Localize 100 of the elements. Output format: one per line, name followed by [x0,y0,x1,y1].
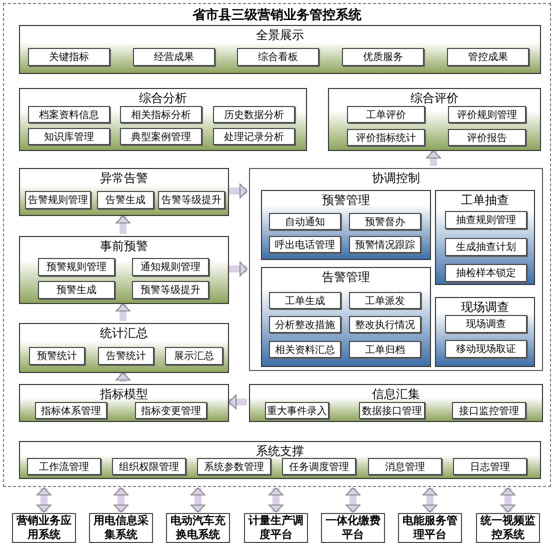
function-box: 预警统计 [29,347,85,365]
module-panel [435,190,535,285]
arrow [116,216,130,234]
function-box: 生成抽查计划 [445,238,527,256]
arrow [346,488,360,512]
arrow [500,488,516,512]
module-panel [19,323,229,373]
panel-title: 事前预警 [99,238,149,255]
function-box: 关键指标 [28,48,110,66]
external-system-box: 电能服务管理平台 [398,513,462,543]
function-box: 管控成果 [447,48,529,66]
function-box: 通知规则管理 [132,258,209,276]
function-box: 预警等级提升 [132,281,209,299]
module-panel [19,168,229,216]
external-system-box: 统一视频监控系统 [476,513,540,543]
function-box: 数据接口管理 [359,402,425,419]
panel-title: 预警管理 [321,192,371,209]
function-box: 接口监控管理 [452,402,526,419]
function-box: 处理记录分析 [213,128,295,145]
external-system-box: 计量生产调度平台 [244,513,308,543]
arrow [114,488,128,512]
module-panel [19,25,541,74]
arrow [116,304,130,321]
function-box: 任务调度管理 [282,458,356,475]
panel-title: 信息汇集 [371,386,421,403]
external-system-box: 营销业务应用系统 [12,513,76,543]
external-system-box: 一体化缴费平台 [321,513,385,543]
module-panel [261,267,431,367]
function-box: 自动通知 [269,213,341,230]
module-panel [19,384,229,422]
function-box: 展示汇总 [165,347,223,365]
module-panel [261,190,431,260]
arrow [36,488,52,512]
system-frame [3,3,551,487]
function-box: 预警情况跟踪 [349,236,421,253]
system-title: 省市县三级营销业务管控系统 [192,6,362,24]
external-system-box: 用电信息采集系统 [89,513,153,543]
panel-title: 现场调查 [460,299,510,316]
module-panel [249,384,543,422]
function-box: 告警等级提升 [158,191,225,209]
function-box: 经营成果 [133,48,215,66]
arrow [422,488,438,512]
panel-title: 告警管理 [321,269,371,286]
module-panel [249,168,543,371]
external-system-box: 电动汽车充换电系统 [166,513,230,543]
function-box: 呼出电话管理 [269,236,341,253]
function-box: 抽检样本锁定 [445,264,527,282]
function-box: 消息管理 [368,458,442,475]
function-box: 抽查规则管理 [445,211,527,229]
function-box: 工单评价 [347,106,425,123]
arrow [229,184,248,198]
function-box: 工单归档 [349,341,421,358]
panel-title: 工单抽查 [460,192,510,209]
arrow [190,488,206,512]
panel-title: 统计汇总 [99,325,149,342]
function-box: 重大事件录入 [265,402,329,419]
function-box: 告警规则管理 [25,191,91,209]
function-box: 相关指标分析 [120,106,202,123]
function-box: 历史数据分析 [213,106,295,123]
arrow [229,262,248,276]
function-box: 整改执行情况 [349,316,421,333]
arrow [228,394,247,410]
panel-title: 异常告警 [99,170,149,187]
function-box: 告警生成 [97,191,154,209]
module-panel [435,297,535,367]
function-box: 日志管理 [453,458,527,475]
function-box: 告警统计 [98,347,154,365]
function-box: 指标变更管理 [135,402,207,419]
panel-title: 综合评价 [410,90,460,107]
function-box: 工单生成 [269,292,341,309]
function-box: 工作流管理 [27,458,101,475]
panel-title: 协调控制 [371,170,421,187]
module-panel [19,88,307,151]
panel-title: 系统支撑 [255,443,305,460]
function-box: 综合看板 [237,48,319,66]
module-panel [19,236,229,304]
function-box: 现场调查 [445,315,527,333]
function-box: 分析整改措施 [269,316,341,333]
function-box: 工单派发 [349,292,421,309]
function-box: 优质服务 [342,48,424,66]
function-box: 相关资料汇总 [269,341,341,358]
arrow [268,488,284,512]
arrow [426,150,441,166]
function-box: 系统参数管理 [197,458,271,475]
module-panel [328,88,541,151]
function-box: 评价规则管理 [448,106,526,123]
function-box: 组织权限管理 [112,458,186,475]
arrow [116,372,130,382]
function-box: 评价报告 [448,129,526,146]
panel-title: 全景展示 [255,27,305,44]
function-box: 评价指标统计 [347,129,425,146]
panel-title: 综合分析 [138,90,188,107]
function-box: 典型案例管理 [120,128,202,145]
function-box: 预警督办 [349,213,421,230]
function-box: 预警生成 [38,281,115,299]
function-box: 档案资料信息 [28,106,110,123]
module-panel [19,441,541,479]
panel-title: 指标模型 [99,386,149,403]
function-box: 预警规则管理 [38,258,115,276]
function-box: 知识库管理 [28,128,110,145]
